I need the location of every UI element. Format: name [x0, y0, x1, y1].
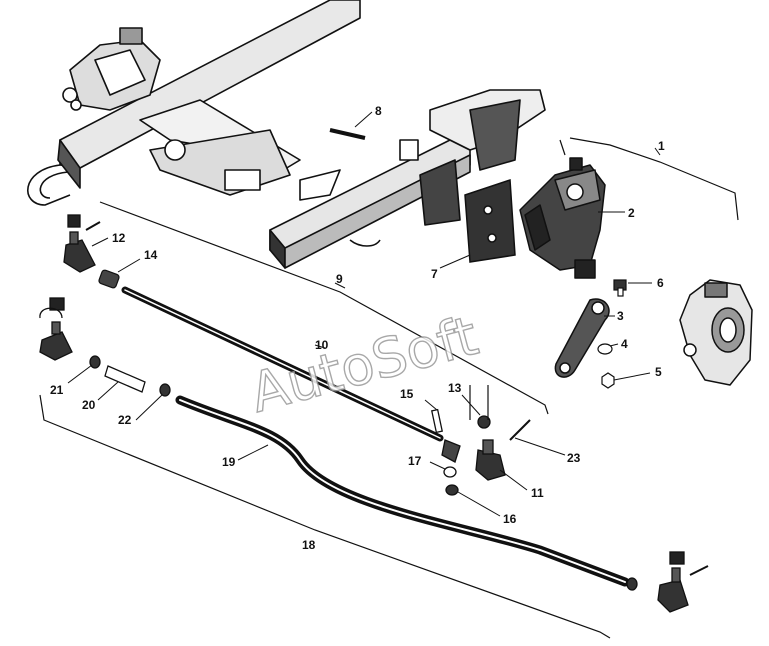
bolt-6 — [613, 279, 627, 297]
label-12: 12 — [112, 231, 126, 245]
ball-joint-12 — [63, 214, 101, 273]
washer-4 — [597, 343, 613, 355]
chassis-frame — [27, 0, 546, 269]
label-15: 15 — [400, 387, 414, 401]
label-22: 22 — [118, 413, 132, 427]
label-5: 5 — [655, 365, 662, 379]
pitman-arm — [554, 298, 610, 378]
label-17: 17 — [408, 454, 422, 468]
label-16: 16 — [503, 512, 517, 526]
label-20: 20 — [82, 398, 96, 412]
bolt-8 — [329, 128, 366, 140]
nut-5 — [601, 372, 615, 389]
left-tie-rod-end — [39, 297, 171, 397]
label-4: 4 — [621, 337, 628, 351]
label-14: 14 — [144, 248, 158, 262]
drag-link-end — [431, 408, 531, 496]
label-23: 23 — [567, 451, 581, 465]
label-1: 1 — [658, 139, 665, 153]
label-7: 7 — [431, 267, 438, 281]
part-numbers: 1 2 3 4 5 6 7 8 9 10 11 12 13 14 15 16 1… — [50, 104, 665, 552]
steering-gear — [519, 157, 606, 279]
gear-bracket — [464, 178, 516, 263]
label-10: 10 — [315, 338, 329, 352]
label-18: 18 — [302, 538, 316, 552]
label-19: 19 — [222, 455, 236, 469]
label-9: 9 — [336, 272, 343, 286]
leader-lines — [67, 111, 661, 517]
right-tie-rod-end — [626, 551, 709, 613]
tie-rod-19 — [175, 395, 630, 587]
label-11: 11 — [531, 486, 544, 500]
group-brackets — [39, 137, 739, 639]
label-13: 13 — [448, 381, 462, 395]
label-8: 8 — [375, 104, 382, 118]
steering-knuckle — [679, 279, 753, 386]
label-21: 21 — [50, 383, 64, 397]
watermark: AutoSoft — [244, 304, 484, 425]
label-2: 2 — [628, 206, 635, 220]
clamp-14 — [98, 269, 120, 289]
drag-link-10 — [121, 286, 444, 442]
label-3: 3 — [617, 309, 624, 323]
label-6: 6 — [657, 276, 664, 290]
